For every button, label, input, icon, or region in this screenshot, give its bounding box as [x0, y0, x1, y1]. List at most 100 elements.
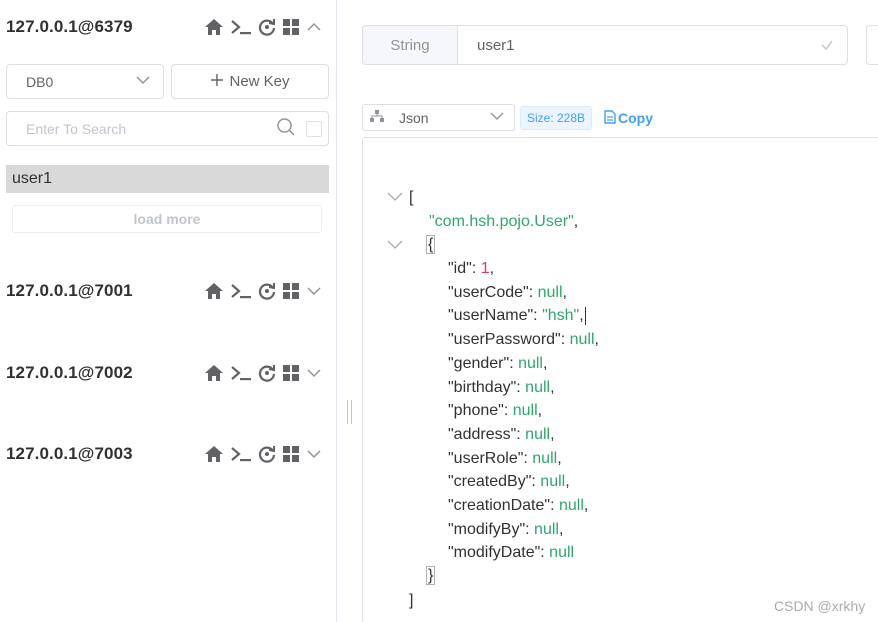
json-field-line: "createdBy": null, — [448, 473, 570, 491]
fold-chevron-icon[interactable] — [387, 190, 403, 208]
json-field-value: null — [518, 354, 543, 372]
watermark: CSDN @xrkhy — [774, 598, 866, 614]
json-field-key: "creationDate" — [448, 497, 551, 514]
grid-icon[interactable] — [282, 445, 300, 463]
refresh-icon[interactable] — [258, 282, 276, 300]
text-cursor — [584, 307, 586, 326]
connection-name: 127.0.0.1@6379 — [6, 17, 133, 36]
json-field-line: "phone": null, — [448, 402, 543, 420]
json-field-value: null — [549, 544, 575, 562]
grid-icon[interactable] — [282, 18, 300, 36]
json-field-line: "id": 1, — [448, 260, 495, 277]
terminal-icon[interactable] — [230, 18, 252, 36]
json-field-value: null — [532, 449, 558, 467]
json-field-key: "userCode" — [448, 283, 529, 301]
grid-icon[interactable] — [282, 282, 300, 300]
key-name-input[interactable]: user1 — [477, 36, 515, 54]
copy-label: Copy — [618, 110, 653, 126]
json-open-array: [ — [409, 189, 414, 206]
connection-header[interactable]: 127.0.0.1@7001 — [6, 277, 326, 305]
db-select-value: DB0 — [26, 73, 54, 90]
key-type-label: String — [363, 26, 458, 64]
home-icon[interactable] — [204, 364, 224, 382]
grid-icon[interactable] — [282, 364, 300, 382]
json-field-value: null — [558, 497, 584, 514]
fold-chevron-icon[interactable] — [387, 238, 403, 256]
chevron-up-icon[interactable] — [306, 19, 322, 35]
search-icon[interactable] — [276, 117, 296, 140]
plus-icon — [210, 73, 224, 91]
format-tree-icon — [369, 109, 385, 126]
copy-button[interactable]: Copy — [604, 106, 653, 130]
json-close-array: ] — [409, 592, 414, 609]
connection-toolbar — [204, 445, 322, 463]
json-open-object: { — [426, 235, 436, 254]
json-field-value: null — [525, 378, 551, 396]
json-field-line: "address": null, — [448, 425, 555, 443]
json-field-value: "hsh" — [542, 307, 580, 325]
json-close-object: } — [426, 566, 436, 585]
json-field-key: "modifyBy" — [448, 520, 526, 538]
json-field-key: "gender" — [448, 354, 510, 372]
json-field-value: 1 — [480, 260, 490, 277]
document-icon — [604, 109, 616, 127]
new-key-button[interactable]: New Key — [171, 64, 329, 99]
terminal-icon[interactable] — [230, 364, 252, 382]
connection-header[interactable]: 127.0.0.1@7003 — [6, 440, 326, 468]
db-select[interactable]: DB0 — [6, 64, 164, 99]
json-field-key: "userName" — [448, 307, 534, 325]
json-field-key: "userRole" — [448, 449, 524, 467]
home-icon[interactable] — [204, 282, 224, 300]
connection-toolbar — [204, 282, 322, 300]
json-field-value: null — [525, 425, 551, 443]
chevron-down-icon — [490, 109, 504, 126]
json-field-line: "userPassword": null, — [448, 331, 599, 349]
refresh-icon[interactable] — [258, 364, 276, 382]
format-select-value: Json — [399, 109, 429, 126]
connection-header[interactable]: 127.0.0.1@7002 — [6, 359, 326, 387]
json-field-value: null — [537, 283, 563, 301]
json-field-value: null — [512, 402, 538, 420]
panel-resize-handle[interactable] — [347, 400, 352, 424]
json-field-line: "modifyBy": null, — [448, 520, 564, 538]
json-editor[interactable]: [ "com.hsh.pojo.User", { "id": 1, "userCo… — [362, 137, 878, 622]
json-field-key: "birthday" — [448, 378, 517, 396]
json-field-key: "userPassword" — [448, 331, 561, 349]
home-icon[interactable] — [204, 445, 224, 463]
search-input[interactable] — [26, 120, 276, 137]
chevron-down-icon[interactable] — [306, 283, 322, 299]
rename-confirm-icon[interactable] — [807, 26, 847, 64]
json-field-key: "phone" — [448, 402, 504, 420]
key-header-bar: String user1 — [362, 25, 848, 65]
connection-header[interactable]: 127.0.0.1@6379 — [6, 13, 326, 41]
refresh-icon[interactable] — [258, 18, 276, 36]
load-more-button[interactable]: load more — [12, 205, 322, 233]
search-box — [6, 111, 329, 146]
terminal-icon[interactable] — [230, 282, 252, 300]
new-key-label: New Key — [229, 73, 290, 90]
chevron-down-icon[interactable] — [306, 365, 322, 381]
json-field-value: null — [569, 331, 595, 349]
json-field-line: "modifyDate": null — [448, 544, 575, 562]
ttl-field[interactable] — [866, 25, 878, 65]
json-field-line: "userRole": null, — [448, 449, 562, 467]
chevron-down-icon — [135, 72, 151, 91]
json-field-key: "modifyDate" — [448, 544, 541, 562]
home-icon[interactable] — [204, 18, 224, 36]
size-badge: Size: 228B — [520, 106, 593, 130]
format-select[interactable]: Json — [362, 104, 515, 131]
json-class-name: "com.hsh.pojo.User", — [429, 213, 579, 230]
refresh-icon[interactable] — [258, 445, 276, 463]
json-field-key: "createdBy" — [448, 473, 532, 491]
connection-name: 127.0.0.1@7001 — [6, 281, 133, 300]
terminal-icon[interactable] — [230, 445, 252, 463]
key-list-item[interactable]: user1 — [6, 165, 329, 193]
json-field-line: "userName": "hsh", — [448, 307, 586, 326]
connection-name: 127.0.0.1@7002 — [6, 363, 133, 382]
json-field-value: null — [540, 473, 566, 491]
exact-match-checkbox[interactable] — [306, 120, 322, 137]
connection-toolbar — [204, 364, 322, 382]
chevron-down-icon[interactable] — [306, 446, 322, 462]
connection-toolbar — [204, 18, 322, 36]
sidebar: 127.0.0.1@6379 DB0 New Key user1 load mo… — [0, 0, 337, 622]
